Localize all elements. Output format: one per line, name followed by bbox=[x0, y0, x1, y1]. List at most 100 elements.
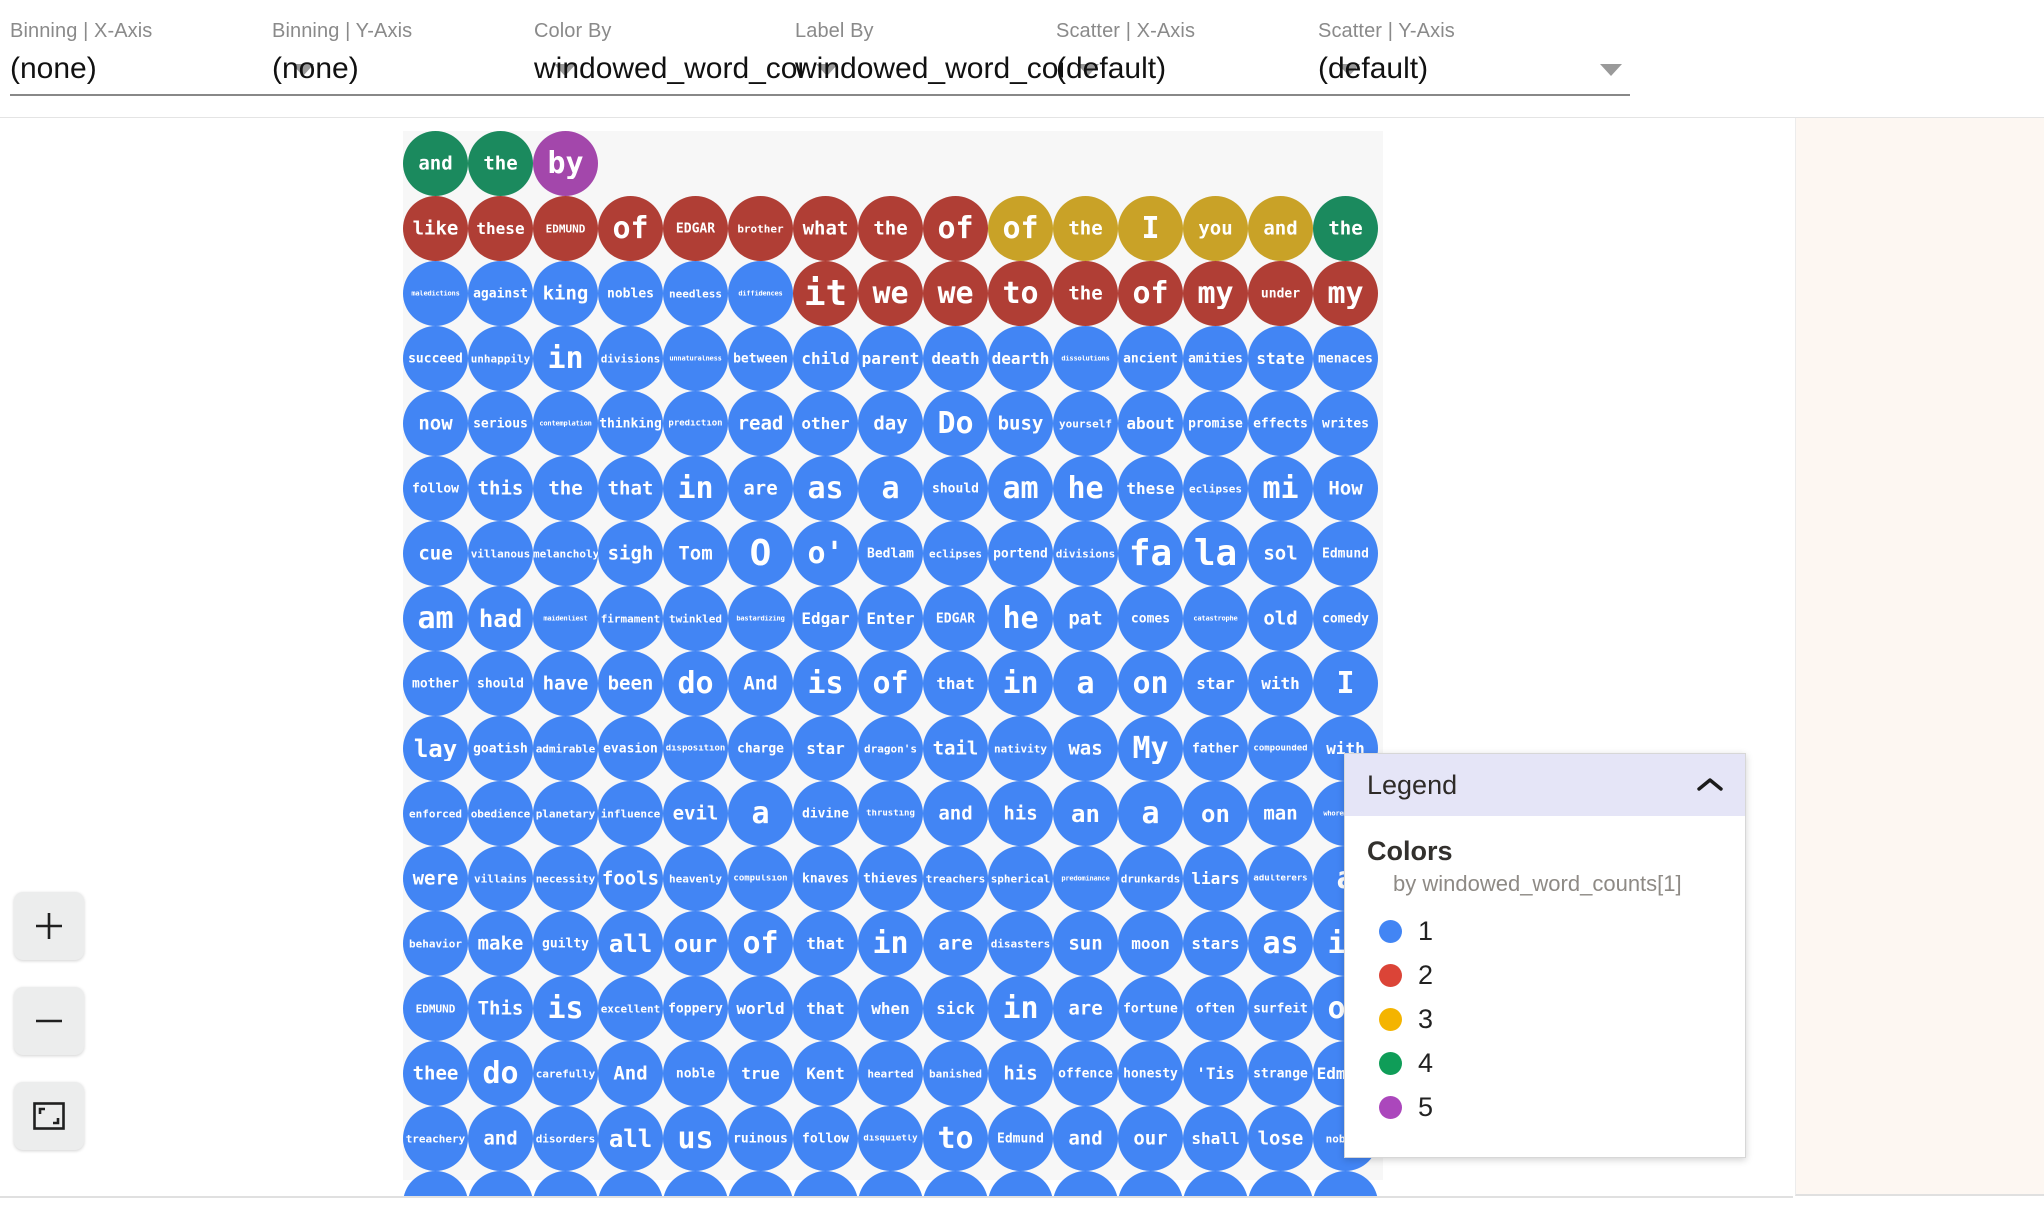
bubble-node[interactable]: hearted bbox=[858, 1041, 923, 1106]
bubble-node[interactable] bbox=[1053, 1171, 1118, 1196]
bubble-node[interactable]: disorders bbox=[533, 1106, 598, 1171]
bubble-node[interactable]: a bbox=[1118, 781, 1183, 846]
bubble-node[interactable]: true bbox=[728, 1041, 793, 1106]
bubble-node[interactable]: and bbox=[923, 781, 988, 846]
bubble-node[interactable]: O bbox=[728, 521, 793, 586]
bubble-node[interactable]: needless bbox=[663, 261, 728, 326]
bubble-node[interactable]: we bbox=[858, 261, 923, 326]
bubble-node[interactable]: excellent bbox=[598, 976, 663, 1041]
bubble-node[interactable]: the bbox=[858, 196, 923, 261]
bubble-node[interactable]: obedience bbox=[468, 781, 533, 846]
bubble-node[interactable]: Edmund bbox=[1313, 521, 1378, 586]
bubble-node[interactable]: stars bbox=[1183, 911, 1248, 976]
bubble-node[interactable]: it bbox=[793, 261, 858, 326]
chevron-down-icon[interactable] bbox=[292, 64, 314, 76]
bubble-node[interactable]: an bbox=[1053, 781, 1118, 846]
bubble-node[interactable]: parent bbox=[858, 326, 923, 391]
bubble-node[interactable]: of bbox=[988, 196, 1053, 261]
bubble-node[interactable]: us bbox=[663, 1106, 728, 1171]
bubble-node[interactable]: treachers bbox=[923, 846, 988, 911]
bubble-node[interactable]: behavior bbox=[403, 911, 468, 976]
bubble-node[interactable]: How bbox=[1313, 456, 1378, 521]
bubble-node[interactable]: this bbox=[468, 456, 533, 521]
bubble-node[interactable]: the bbox=[1313, 196, 1378, 261]
bubble-node[interactable]: these bbox=[1118, 456, 1183, 521]
bubble-node[interactable]: on bbox=[1118, 651, 1183, 716]
bubble-node[interactable]: Edgar bbox=[793, 586, 858, 651]
control-select-scatter-x-axis[interactable]: (default) bbox=[1056, 48, 1368, 96]
control-select-scatter-y-axis[interactable]: (default) bbox=[1318, 48, 1630, 96]
bubble-node[interactable]: compulsion bbox=[728, 846, 793, 911]
bubble-node[interactable]: yourself bbox=[1053, 391, 1118, 456]
bubble-node[interactable]: to bbox=[923, 1106, 988, 1171]
bubble-node[interactable] bbox=[728, 1171, 793, 1196]
bubble-node[interactable]: as bbox=[1248, 911, 1313, 976]
bubble-node[interactable]: I bbox=[1313, 651, 1378, 716]
bubble-node[interactable]: to bbox=[988, 261, 1053, 326]
bubble-node[interactable]: against bbox=[468, 261, 533, 326]
bubble-node[interactable]: sick bbox=[923, 976, 988, 1041]
bubble-node[interactable] bbox=[663, 1171, 728, 1196]
bubble-node[interactable]: I bbox=[1118, 196, 1183, 261]
bubble-node[interactable] bbox=[598, 1171, 663, 1196]
bubble-node[interactable]: in bbox=[988, 976, 1053, 1041]
bubble-node[interactable]: tail bbox=[923, 716, 988, 781]
bubble-node[interactable]: that bbox=[923, 651, 988, 716]
bubble-node[interactable]: other bbox=[793, 391, 858, 456]
bubble-node[interactable]: were bbox=[403, 846, 468, 911]
bubble-node[interactable]: influence bbox=[598, 781, 663, 846]
bubble-node[interactable]: villanous bbox=[468, 521, 533, 586]
bubble-node[interactable]: my bbox=[1313, 261, 1378, 326]
bubble-node[interactable]: the bbox=[1053, 196, 1118, 261]
bubble-node[interactable]: now bbox=[403, 391, 468, 456]
bubble-node[interactable]: is bbox=[533, 976, 598, 1041]
bubble-node[interactable]: fools bbox=[598, 846, 663, 911]
bubble-node[interactable]: charge bbox=[728, 716, 793, 781]
bubble-node[interactable]: EDGAR bbox=[923, 586, 988, 651]
bubble-node[interactable]: contemplation bbox=[533, 391, 598, 456]
bubble-node[interactable]: pat bbox=[1053, 586, 1118, 651]
bubble-node[interactable]: evasion bbox=[598, 716, 663, 781]
bubble-node[interactable]: Edmund bbox=[988, 1106, 1053, 1171]
bubble-node[interactable]: carefully bbox=[533, 1041, 598, 1106]
bubble-node[interactable]: what bbox=[793, 196, 858, 261]
bubble-node[interactable]: about bbox=[1118, 391, 1183, 456]
bubble-node[interactable]: melancholy bbox=[533, 521, 598, 586]
bubble-node[interactable]: EDMUND bbox=[533, 196, 598, 261]
bubble-node[interactable] bbox=[793, 1171, 858, 1196]
bubble-node[interactable]: o' bbox=[793, 521, 858, 586]
control-binning-y-axis[interactable]: Binning | Y-Axis(none) bbox=[272, 18, 584, 96]
bubble-node[interactable] bbox=[468, 1171, 533, 1196]
bubble-node[interactable]: are bbox=[728, 456, 793, 521]
bubble-node[interactable]: Do bbox=[923, 391, 988, 456]
bubble-node[interactable]: unnaturalness bbox=[663, 326, 728, 391]
bubble-node[interactable]: our bbox=[1118, 1106, 1183, 1171]
chevron-down-icon[interactable] bbox=[1600, 64, 1622, 76]
bubble-node[interactable]: EDGAR bbox=[663, 196, 728, 261]
bubble-node[interactable]: liars bbox=[1183, 846, 1248, 911]
bubble-node[interactable]: ancient bbox=[1118, 326, 1183, 391]
bubble-node[interactable]: divisions bbox=[1053, 521, 1118, 586]
chevron-up-icon[interactable] bbox=[1695, 775, 1725, 795]
bubble-node[interactable]: man bbox=[1248, 781, 1313, 846]
bubble-node[interactable]: Enter bbox=[858, 586, 923, 651]
bubble-node[interactable]: we bbox=[923, 261, 988, 326]
bubble-node[interactable]: and bbox=[468, 1106, 533, 1171]
bubble-node[interactable]: foppery bbox=[663, 976, 728, 1041]
bubble-node[interactable]: follow bbox=[793, 1106, 858, 1171]
bubble-node[interactable]: that bbox=[598, 456, 663, 521]
bubble-node[interactable]: drunkards bbox=[1118, 846, 1183, 911]
legend-item-4[interactable]: 4 bbox=[1345, 1041, 1745, 1085]
bubble-node[interactable]: with bbox=[1248, 651, 1313, 716]
bubble-node[interactable]: villains bbox=[468, 846, 533, 911]
bubble-node[interactable]: diffidences bbox=[728, 261, 793, 326]
bubble-node[interactable]: busy bbox=[988, 391, 1053, 456]
bubble-node[interactable]: like bbox=[403, 196, 468, 261]
bubble-node[interactable]: am bbox=[988, 456, 1053, 521]
bubble-node[interactable]: that bbox=[793, 911, 858, 976]
bubble-node[interactable]: nobles bbox=[598, 261, 663, 326]
bubble-node[interactable] bbox=[858, 1171, 923, 1196]
bubble-node[interactable]: am bbox=[403, 586, 468, 651]
